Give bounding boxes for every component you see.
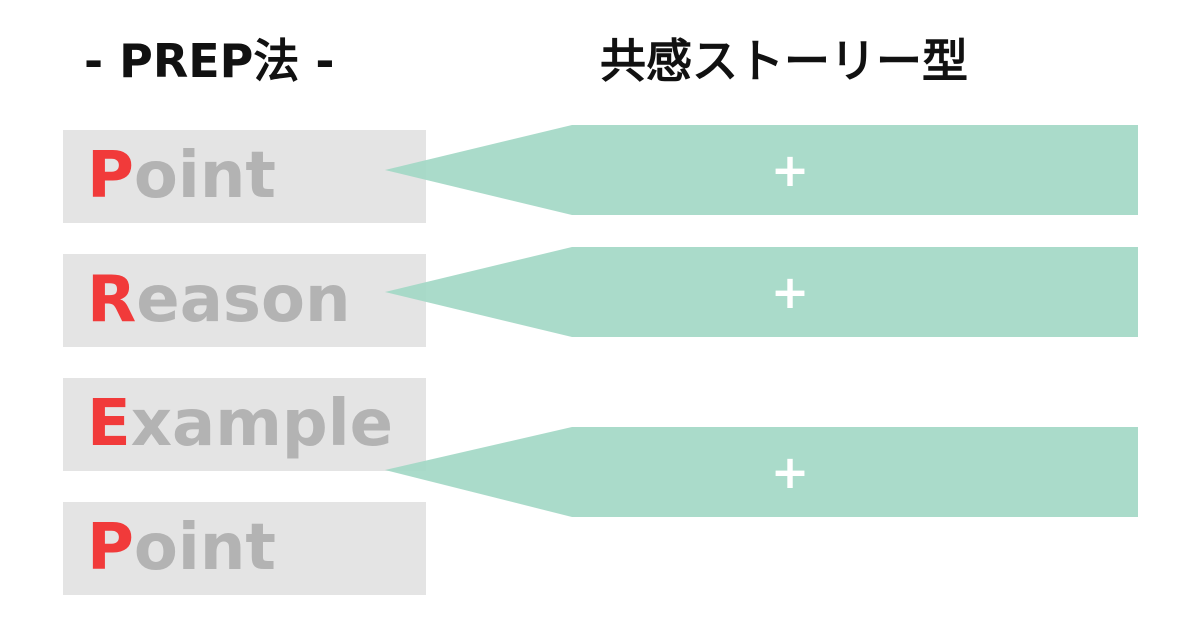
step-rest: oint	[133, 139, 276, 213]
step-initial: R	[87, 263, 137, 337]
step-point-1: Point	[63, 130, 426, 223]
step-label: Reason	[87, 254, 351, 347]
plus-label-1: +	[770, 143, 810, 197]
step-initial: E	[87, 387, 131, 461]
step-example: Example	[63, 378, 426, 471]
step-initial: P	[87, 511, 134, 585]
empathy-story-heading: 共感ストーリー型	[600, 34, 968, 88]
step-label: Example	[87, 378, 393, 471]
addition-arrow-3	[385, 427, 1138, 517]
step-label: Point	[87, 502, 276, 595]
step-rest: eason	[136, 263, 351, 337]
step-point-2: Point	[63, 502, 426, 595]
step-rest: xample	[130, 387, 394, 461]
plus-label-3: +	[770, 445, 810, 499]
plus-label-2: +	[770, 265, 810, 319]
step-label: Point	[87, 130, 276, 223]
addition-arrow-1	[385, 125, 1138, 215]
step-reason: Reason	[63, 254, 426, 347]
step-initial: P	[87, 139, 134, 213]
step-rest: oint	[133, 511, 276, 585]
addition-arrow-2	[385, 247, 1138, 337]
prep-heading: - PREP法 -	[84, 34, 335, 88]
